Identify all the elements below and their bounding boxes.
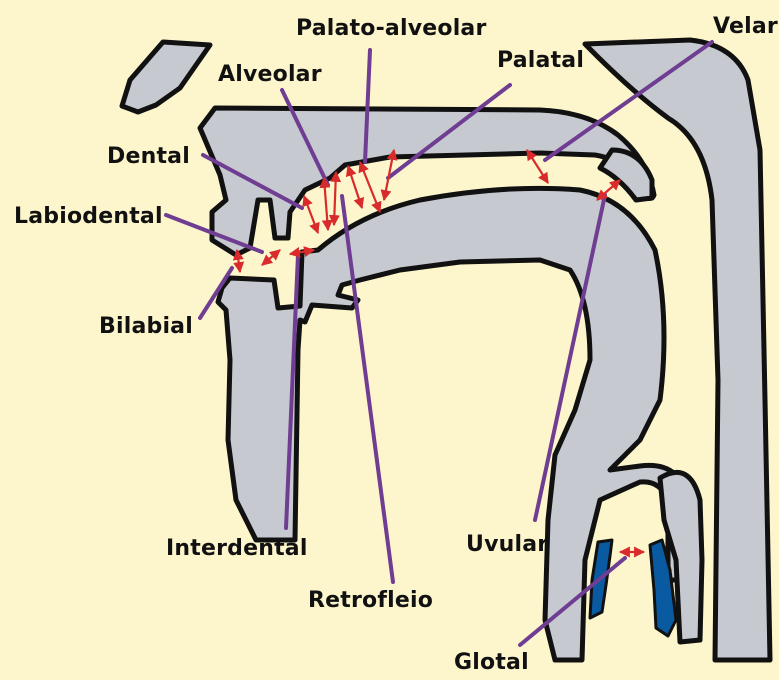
- label-velar: Velar: [713, 14, 778, 39]
- label-retroflex: Retrofleio: [308, 588, 433, 613]
- nasal-bone-shape: [122, 42, 210, 112]
- label-palatal: Palatal: [497, 48, 584, 73]
- velum-shape: [600, 150, 652, 200]
- label-palato-alveolar: Palato-alveolar: [296, 16, 487, 41]
- label-bilabial: Bilabial: [99, 314, 193, 339]
- label-labiodental: Labiodental: [14, 204, 163, 229]
- label-interdental: Interdental: [166, 536, 308, 561]
- label-glottal: Glotal: [454, 650, 529, 675]
- label-alveolar: Alveolar: [218, 62, 322, 87]
- label-dental: Dental: [107, 144, 190, 169]
- label-uvular: Uvular: [466, 532, 548, 557]
